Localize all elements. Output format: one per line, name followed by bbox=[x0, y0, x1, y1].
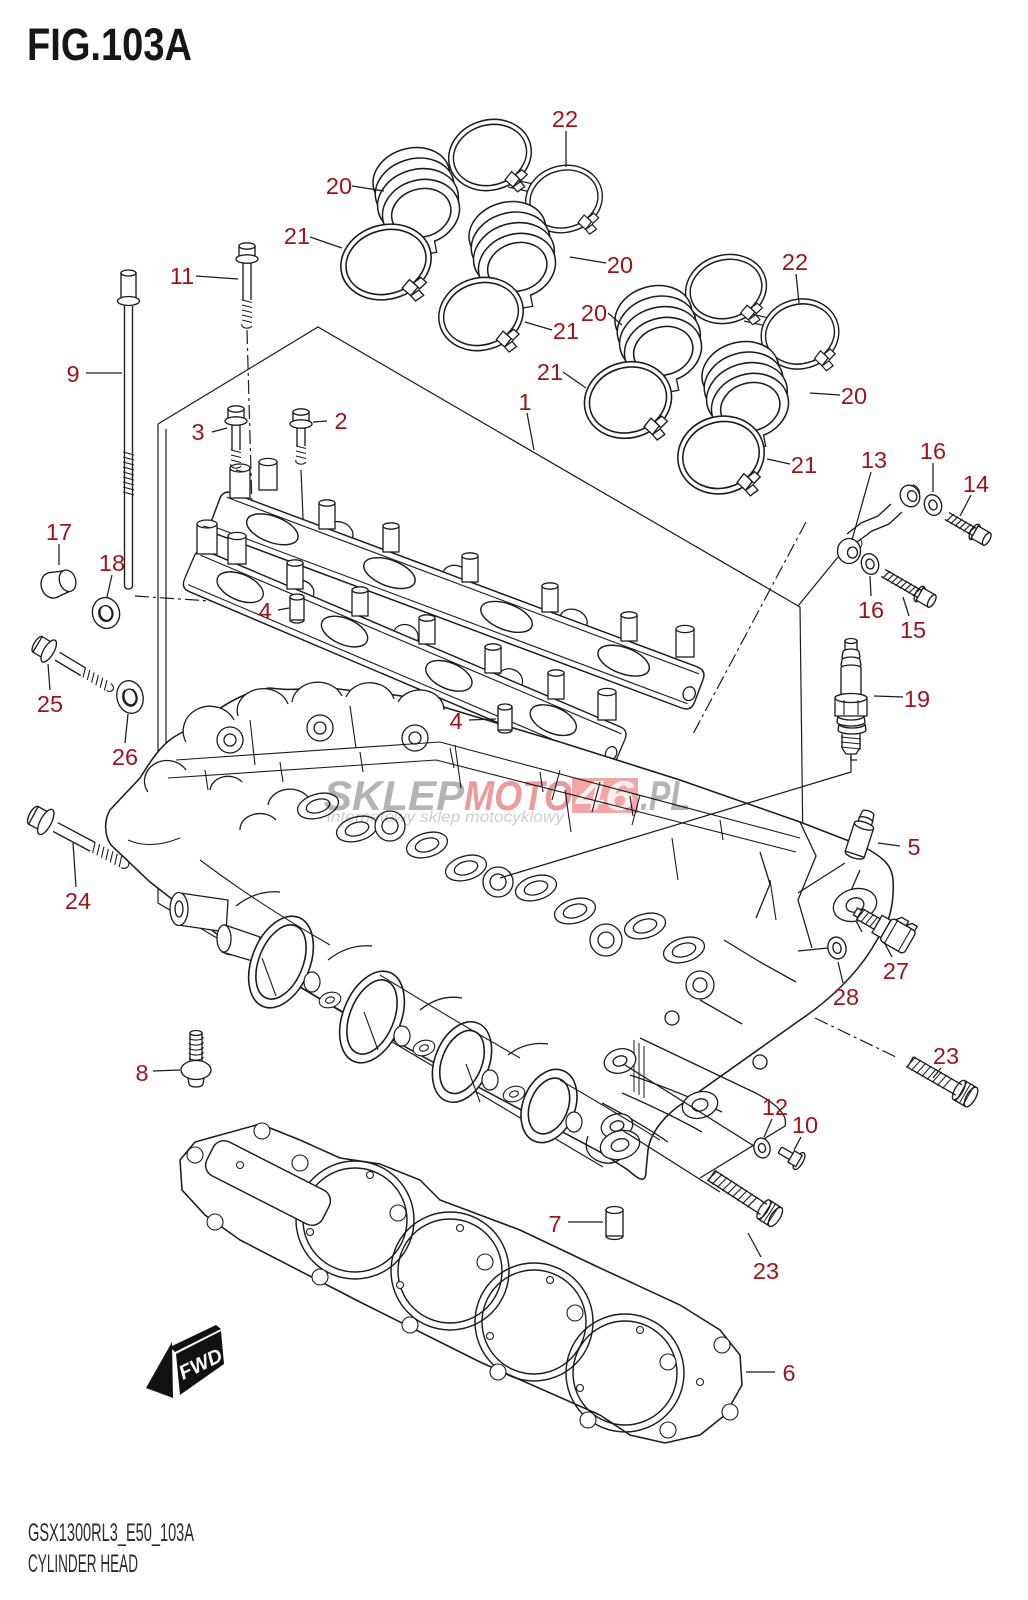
svg-text:17: 17 bbox=[46, 519, 72, 545]
svg-text:20: 20 bbox=[326, 173, 352, 199]
svg-text:14: 14 bbox=[963, 471, 989, 497]
svg-text:16: 16 bbox=[920, 438, 946, 464]
svg-text:3: 3 bbox=[191, 419, 204, 445]
svg-text:.PL: .PL bbox=[640, 772, 690, 819]
svg-text:23: 23 bbox=[753, 1258, 779, 1284]
svg-text:9: 9 bbox=[66, 361, 79, 387]
svg-text:19: 19 bbox=[904, 686, 930, 712]
svg-text:CYLINDER HEAD: CYLINDER HEAD bbox=[28, 1550, 138, 1578]
svg-text:11: 11 bbox=[170, 263, 194, 289]
svg-text:28: 28 bbox=[833, 984, 859, 1010]
svg-text:7: 7 bbox=[548, 1211, 561, 1237]
svg-text:20: 20 bbox=[841, 383, 867, 409]
svg-text:20: 20 bbox=[581, 300, 607, 326]
svg-text:4: 4 bbox=[258, 598, 271, 624]
svg-text:FIG.103A: FIG.103A bbox=[27, 19, 192, 70]
svg-text:internetowy sklep motocyklowy: internetowy sklep motocyklowy bbox=[327, 809, 565, 826]
svg-text:12: 12 bbox=[762, 1094, 788, 1120]
svg-text:22: 22 bbox=[782, 249, 808, 275]
svg-text:26: 26 bbox=[112, 744, 138, 770]
svg-text:GSX1300RL3_E50_103A: GSX1300RL3_E50_103A bbox=[28, 1519, 194, 1547]
svg-text:21: 21 bbox=[791, 452, 817, 478]
svg-text:25: 25 bbox=[37, 691, 63, 717]
svg-text:6: 6 bbox=[782, 1360, 795, 1386]
svg-text:13: 13 bbox=[861, 447, 887, 473]
svg-text:18: 18 bbox=[99, 550, 125, 576]
svg-text:SKLEP: SKLEP bbox=[324, 772, 465, 819]
svg-text:23: 23 bbox=[933, 1043, 959, 1069]
svg-text:27: 27 bbox=[883, 958, 909, 984]
svg-text:10: 10 bbox=[792, 1112, 818, 1138]
svg-text:20: 20 bbox=[607, 252, 633, 278]
svg-text:21: 21 bbox=[553, 318, 579, 344]
svg-text:2: 2 bbox=[334, 408, 347, 434]
svg-text:1: 1 bbox=[518, 389, 531, 415]
svg-text:16: 16 bbox=[858, 597, 884, 623]
svg-text:22: 22 bbox=[552, 106, 578, 132]
svg-text:15: 15 bbox=[900, 617, 926, 643]
svg-text:21: 21 bbox=[284, 223, 310, 249]
svg-text:46: 46 bbox=[575, 772, 635, 819]
svg-text:5: 5 bbox=[907, 834, 920, 860]
svg-text:4: 4 bbox=[449, 708, 462, 734]
svg-text:MOTO: MOTO bbox=[464, 772, 572, 819]
svg-text:8: 8 bbox=[135, 1060, 148, 1086]
svg-text:21: 21 bbox=[537, 359, 563, 385]
svg-text:24: 24 bbox=[65, 888, 91, 914]
